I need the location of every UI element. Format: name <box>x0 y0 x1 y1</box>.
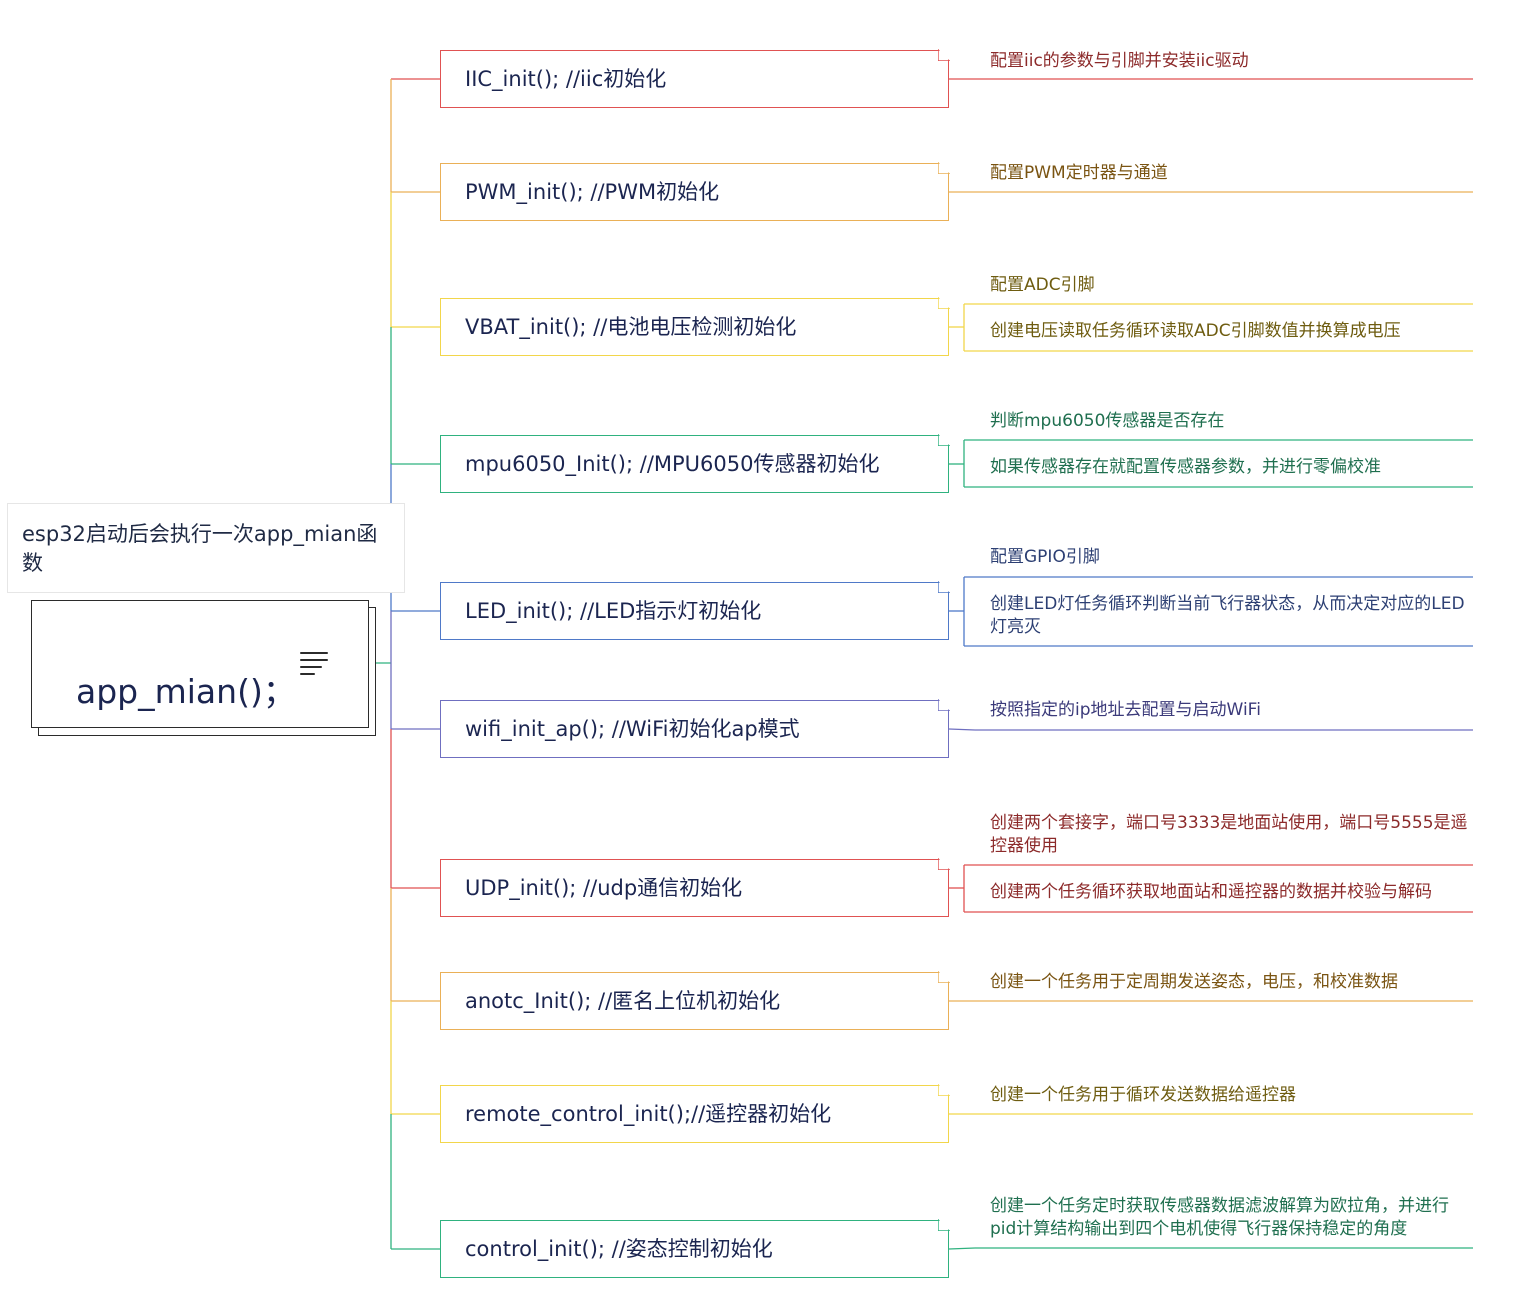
detail-text: 配置iic的参数与引脚并安装iic驱动 <box>990 51 1249 71</box>
branch-node[interactable]: VBAT_init(); //电池电压检测初始化 <box>440 297 950 356</box>
detail-text: 创建一个任务用于定周期发送姿态，电压，和校准数据 <box>990 972 1398 992</box>
notes-lines-icon[interactable] <box>300 652 328 675</box>
branch-label: LED_init(); //LED指示灯初始化 <box>465 599 762 623</box>
detail-connector <box>948 728 976 731</box>
branch-node[interactable]: IIC_init(); //iic初始化 <box>440 49 950 108</box>
folded-corner-icon <box>938 581 950 593</box>
folded-corner-icon <box>938 1219 950 1231</box>
root-node[interactable]: app_mian()； <box>31 600 369 728</box>
detail-text: 按照指定的ip地址去配置与启动WiFi <box>990 700 1261 720</box>
branch-label: PWM_init(); //PWM初始化 <box>465 180 720 204</box>
branch-node[interactable]: remote_control_init();//遥控器初始化 <box>440 1084 950 1143</box>
branch-node[interactable]: wifi_init_ap(); //WiFi初始化ap模式 <box>440 699 950 758</box>
folded-corner-icon <box>938 434 950 446</box>
branch-node[interactable]: LED_init(); //LED指示灯初始化 <box>440 581 950 640</box>
branch-label: IIC_init(); //iic初始化 <box>465 67 667 91</box>
branch-node[interactable]: control_init(); //姿态控制初始化 <box>440 1219 950 1278</box>
branch-label: wifi_init_ap(); //WiFi初始化ap模式 <box>465 717 800 741</box>
branch-label: mpu6050_Init(); //MPU6050传感器初始化 <box>465 452 880 476</box>
branch-label: remote_control_init();//遥控器初始化 <box>465 1102 832 1126</box>
detail-text: 配置PWM定时器与通道 <box>990 163 1168 183</box>
branch-node[interactable]: PWM_init(); //PWM初始化 <box>440 162 950 221</box>
folded-corner-icon <box>938 1084 950 1096</box>
detail-text: 配置ADC引脚 <box>990 275 1095 295</box>
detail-connector <box>948 1247 976 1250</box>
detail-text: 创建两个任务循环获取地面站和遥控器的数据并校验与解码 <box>990 882 1432 902</box>
branch-label: anotc_Init(); //匿名上位机初始化 <box>465 989 781 1013</box>
detail-text: 如果传感器存在就配置传感器参数，并进行零偏校准 <box>990 457 1381 477</box>
folded-corner-icon <box>938 971 950 983</box>
branch-node[interactable]: anotc_Init(); //匿名上位机初始化 <box>440 971 950 1030</box>
detail-text: 创建电压读取任务循环读取ADC引脚数值并换算成电压 <box>990 321 1401 341</box>
branch-label: VBAT_init(); //电池电压检测初始化 <box>465 315 797 339</box>
detail-text: 创建两个套接字，端口号3333是地面站使用，端口号5555是遥控器使用 <box>990 813 1468 856</box>
folded-corner-icon <box>938 297 950 309</box>
detail-text: 创建一个任务定时获取传感器数据滤波解算为欧拉角，并进行pid计算结构输出到四个电… <box>990 1196 1449 1239</box>
folded-corner-icon <box>938 858 950 870</box>
branch-node[interactable]: UDP_init(); //udp通信初始化 <box>440 858 950 917</box>
detail-text: 创建一个任务用于循环发送数据给遥控器 <box>990 1085 1296 1105</box>
detail-text: 创建LED灯任务循环判断当前飞行器状态，从而决定对应的LED灯亮灭 <box>990 594 1465 637</box>
detail-text: 配置GPIO引脚 <box>990 547 1100 567</box>
root-label: app_mian()； <box>76 672 296 711</box>
branch-label: UDP_init(); //udp通信初始化 <box>465 876 743 900</box>
folded-corner-icon <box>938 162 950 174</box>
note-text: esp32启动后会执行一次app_mian函数 <box>22 522 378 575</box>
branch-node[interactable]: mpu6050_Init(); //MPU6050传感器初始化 <box>440 434 950 493</box>
folded-corner-icon <box>938 49 950 61</box>
detail-text: 判断mpu6050传感器是否存在 <box>990 411 1225 431</box>
folded-corner-icon <box>938 699 950 711</box>
note-card[interactable] <box>7 503 405 593</box>
branch-label: control_init(); //姿态控制初始化 <box>465 1237 773 1261</box>
